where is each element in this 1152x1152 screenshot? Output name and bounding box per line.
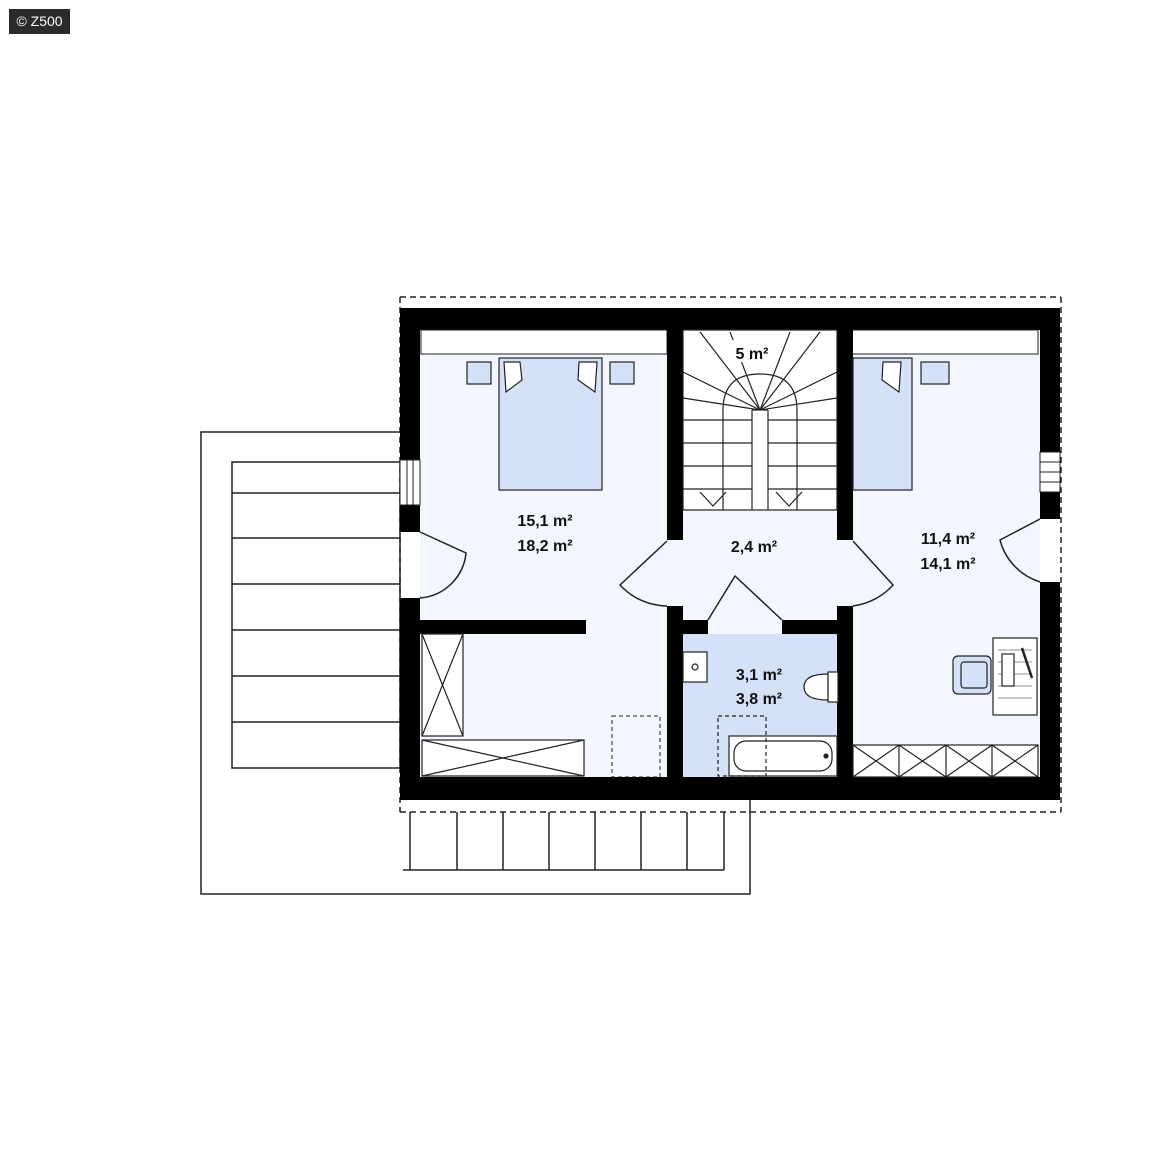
double-bed [466,357,635,491]
bedroom-right-area-net: 11,4 m² [921,531,975,548]
doors [419,518,1041,621]
attic-hatch [611,715,661,778]
bedroom-left-area-net: 15,1 m² [517,513,572,530]
outer-walls [400,308,1060,800]
windows [399,329,1061,506]
bedroom-left-area-gross: 18,2 m² [517,538,572,555]
bathroom-area-net: 3,1 m² [736,667,782,684]
terrace [200,431,751,895]
hall-area: 2,4 m² [731,539,777,556]
desk-set [952,637,1038,716]
single-bed [852,357,950,491]
bathroom-area-gross: 3,8 m² [736,691,782,708]
stair-area: 5 m² [736,346,769,363]
stair-label-bg [728,340,776,362]
bathroom-fixtures [682,651,839,777]
bedroom-right-area-gross: 14,1 m² [920,556,975,573]
wardrobes [421,633,585,777]
watermark-badge: © Z500 [9,9,70,34]
wardrobe-right [852,744,1039,778]
interior-walls [420,308,853,786]
